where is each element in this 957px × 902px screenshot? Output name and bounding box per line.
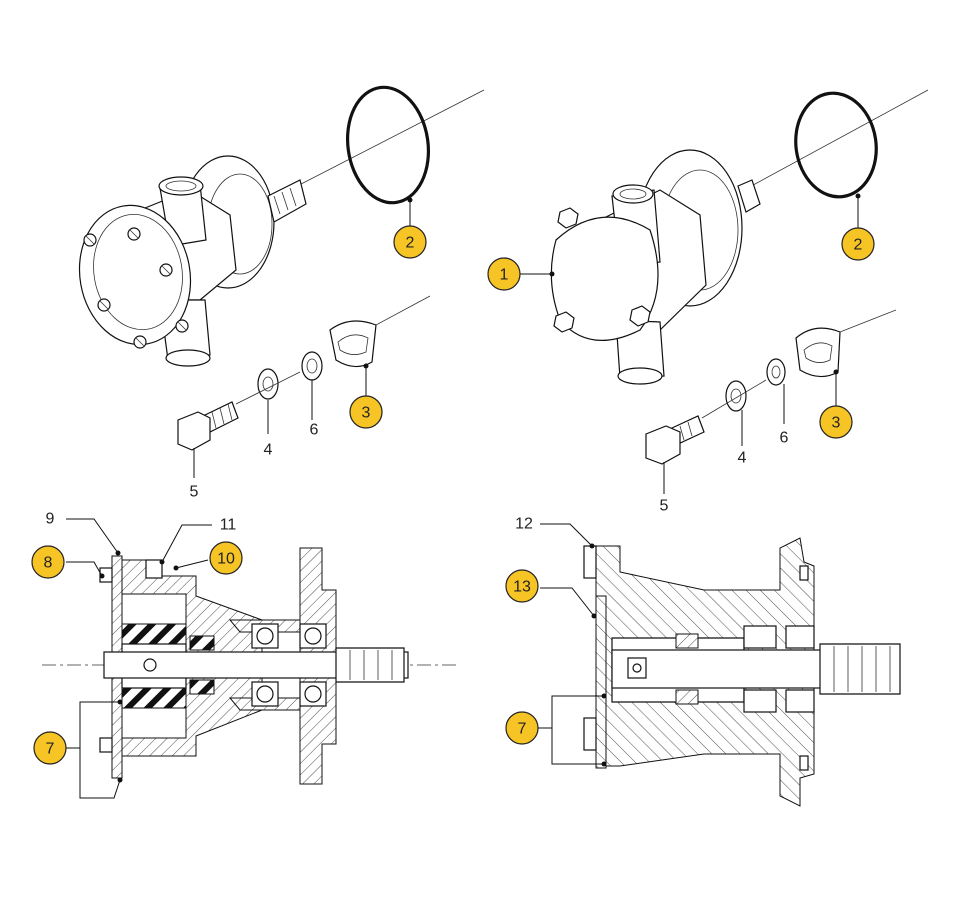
label-4-right: 4 — [738, 450, 747, 467]
pump-view-top-right — [550, 89, 929, 494]
callout-13-label: 13 — [513, 579, 531, 596]
callout-3-right: 3 — [819, 405, 853, 439]
callout-10: 10 — [209, 541, 243, 575]
callout-8: 8 — [31, 545, 65, 579]
callout-3-left-label: 3 — [362, 405, 371, 422]
callout-1-label: 1 — [500, 267, 509, 284]
callout-2-left-label: 2 — [406, 235, 415, 252]
callout-2-left: 2 — [393, 225, 427, 259]
label-6-left: 6 — [310, 422, 319, 439]
callout-1: 1 — [487, 257, 555, 291]
callout-7-left-label: 7 — [46, 741, 55, 758]
callout-3-right-label: 3 — [832, 415, 841, 432]
label-4-left: 4 — [264, 442, 273, 459]
section-view-bottom-right — [538, 523, 901, 807]
label-11: 11 — [220, 517, 237, 534]
callout-7-right-label: 7 — [518, 721, 527, 738]
callout-2-right: 2 — [841, 227, 875, 261]
label-12: 12 — [515, 516, 533, 533]
callout-7-left: 7 — [33, 731, 67, 765]
callout-2-right-label: 2 — [854, 237, 863, 254]
callout-13: 13 — [505, 569, 539, 603]
pump-view-top-left — [78, 85, 485, 478]
callout-10-label: 10 — [217, 551, 235, 568]
label-9: 9 — [46, 511, 55, 528]
callout-3-left: 3 — [349, 395, 383, 429]
section-view-bottom-left — [42, 518, 456, 799]
label-5-right: 5 — [660, 498, 669, 515]
label-5-left: 5 — [190, 484, 199, 501]
callout-7-right: 7 — [505, 711, 539, 745]
callout-8-label: 8 — [44, 555, 53, 572]
label-6-right: 6 — [780, 430, 789, 447]
